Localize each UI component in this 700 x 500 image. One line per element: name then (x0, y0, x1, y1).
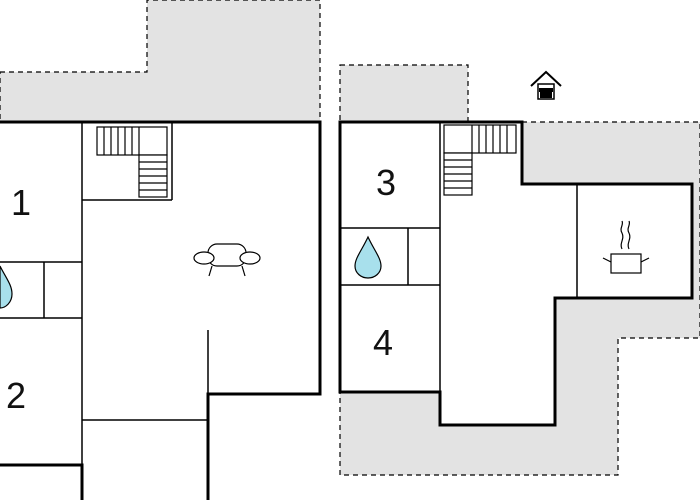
cooking-pot-icon (602, 220, 650, 274)
water-drop-icon (354, 235, 382, 279)
staircase-icon (443, 124, 517, 196)
terrace-left (0, 0, 321, 123)
room-number: 2 (6, 375, 26, 416)
water-drop-icon (0, 265, 13, 309)
room-number: 3 (376, 162, 396, 203)
house-icon (530, 70, 562, 100)
right-building (338, 120, 694, 427)
staircase-icon (96, 126, 168, 198)
sofa-icon (193, 243, 261, 277)
terrace-right-top (339, 64, 469, 123)
room-number: 4 (373, 322, 393, 363)
room-number: 1 (11, 182, 31, 223)
left-building (0, 120, 322, 500)
